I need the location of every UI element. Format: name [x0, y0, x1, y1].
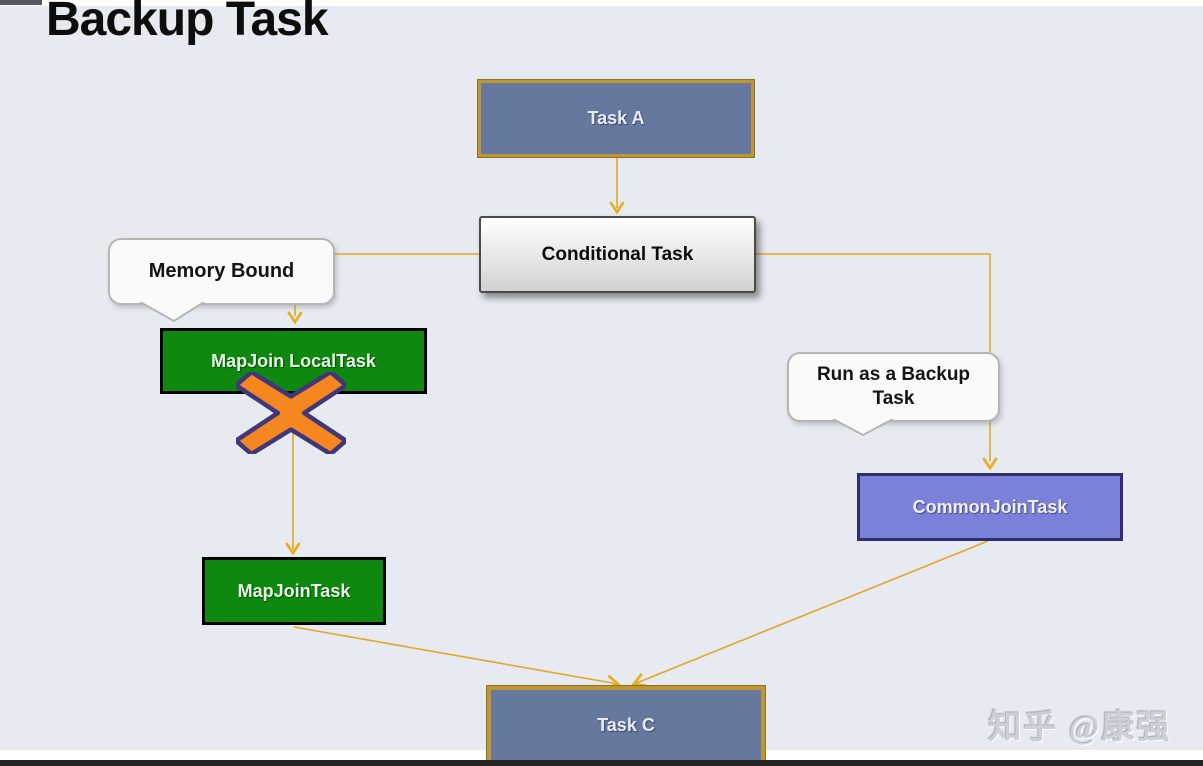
- node-task-a: Task A: [478, 80, 754, 157]
- cross-out-icon: [236, 372, 346, 454]
- top-left-artifact: [0, 0, 42, 5]
- bottom-dark-bar: [0, 760, 1203, 766]
- node-mapjointask: MapJoinTask: [202, 557, 386, 625]
- node-conditional-task-label: Conditional Task: [541, 243, 694, 265]
- top-edge-strip: [0, 0, 1203, 6]
- callout-memory-bound-label: Memory Bound: [108, 238, 335, 305]
- callout-run-as-backup: Run as a Backup Task: [787, 352, 1000, 447]
- node-task-c-label: Task C: [597, 714, 655, 735]
- callout-memory-bound: Memory Bound: [108, 238, 335, 330]
- node-task-a-label: Task A: [587, 108, 645, 128]
- callout-run-as-backup-tail: [832, 419, 894, 437]
- node-mapjoin-localtask-label: MapJoin LocalTask: [211, 350, 376, 371]
- node-mapjointask-label: MapJoinTask: [237, 580, 351, 601]
- callout-memory-bound-tail: [139, 302, 205, 323]
- node-commonjointask: CommonJoinTask: [857, 473, 1123, 541]
- node-conditional-task: Conditional Task: [479, 216, 756, 293]
- node-task-c: Task C: [487, 686, 765, 764]
- node-commonjointask-label: CommonJoinTask: [912, 496, 1068, 517]
- watermark: 知乎 @康强: [988, 710, 1172, 746]
- callout-run-as-backup-label: Run as a Backup Task: [787, 352, 1000, 422]
- page-title: Backup Task: [46, 0, 329, 46]
